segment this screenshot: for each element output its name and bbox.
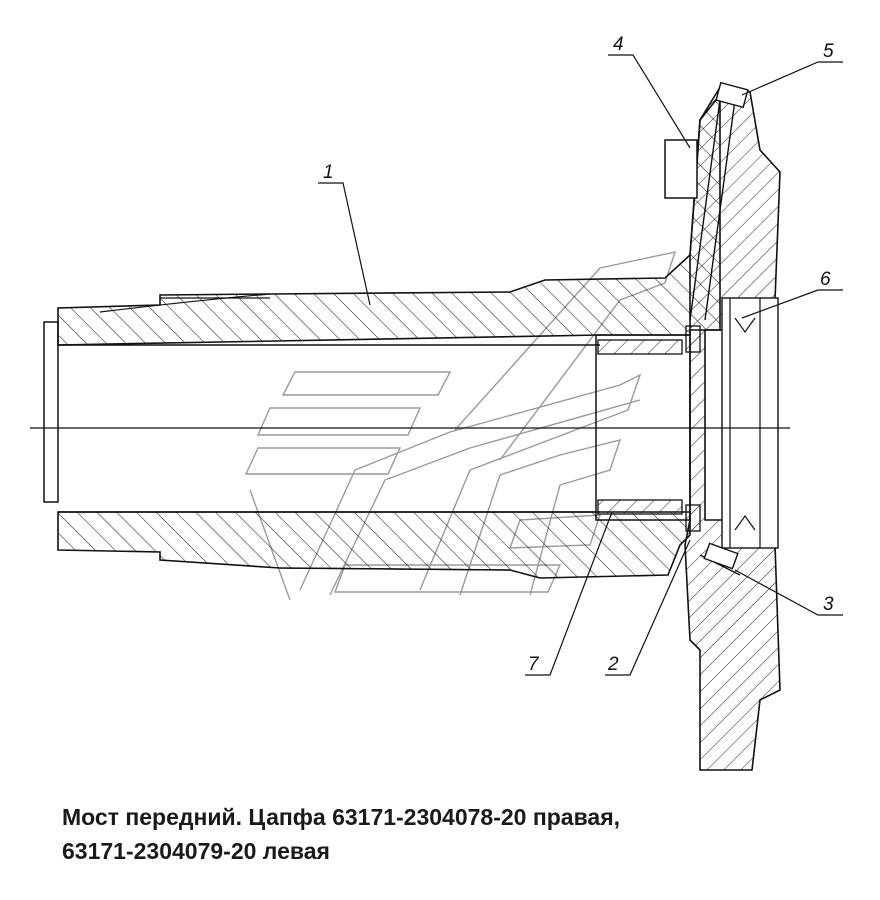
caption-line-2: 63171-2304079-20 левая xyxy=(62,838,330,864)
seal-ring xyxy=(685,325,701,532)
figure-caption: Мост передний. Цапфа 63171-2304078-20 пр… xyxy=(62,800,842,868)
callout-1: 1 xyxy=(323,162,334,183)
flange xyxy=(684,83,781,771)
shaft-upper-wall xyxy=(57,92,721,346)
trunnion-section-drawing: 1 2 3 4 5 6 7 xyxy=(30,34,843,771)
shaft-bore xyxy=(43,321,691,521)
callout-5: 5 xyxy=(823,41,834,62)
leader-lines xyxy=(318,54,843,676)
bushing xyxy=(597,339,683,515)
callout-2: 2 xyxy=(607,654,619,675)
caption-line-1: Мост передний. Цапфа 63171-2304078-20 пр… xyxy=(62,804,621,830)
callout-4: 4 xyxy=(613,34,624,55)
shaft-lower-wall xyxy=(57,511,691,579)
callout-6: 6 xyxy=(820,269,831,290)
boss xyxy=(664,139,698,199)
grease-channel xyxy=(689,81,749,576)
callout-3: 3 xyxy=(823,594,834,615)
callout-7: 7 xyxy=(528,654,540,675)
